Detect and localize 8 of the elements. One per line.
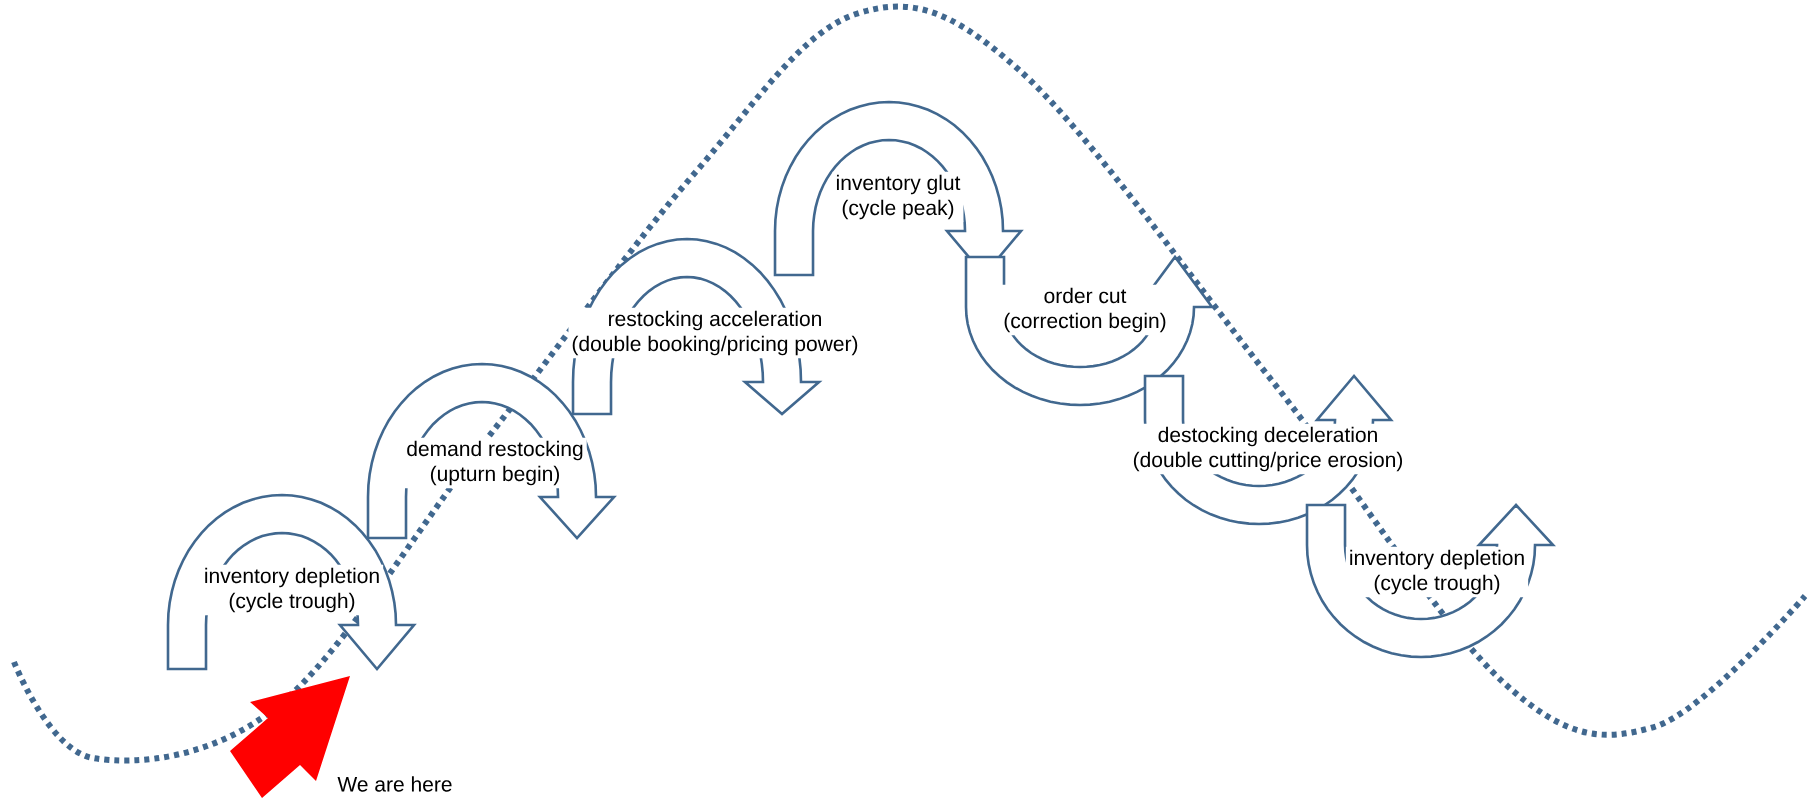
pointer-label: We are here	[337, 776, 452, 792]
stage-arc: restocking acceleration (double booking/pricing power)	[568, 237, 862, 416]
stage-arc: inventory depletion (cycle trough)	[166, 493, 417, 672]
stage-arc: destocking deceleration (double cutting/price erosion)	[1129, 374, 1407, 526]
stage-arc: demand restocking (upturn begin)	[366, 362, 617, 540]
stage-arc: inventory depletion (cycle trough)	[1305, 503, 1556, 659]
stage-arc: inventory glut (cycle peak)	[773, 100, 1024, 278]
stage-arc: order cut (correction begin)	[964, 254, 1215, 407]
